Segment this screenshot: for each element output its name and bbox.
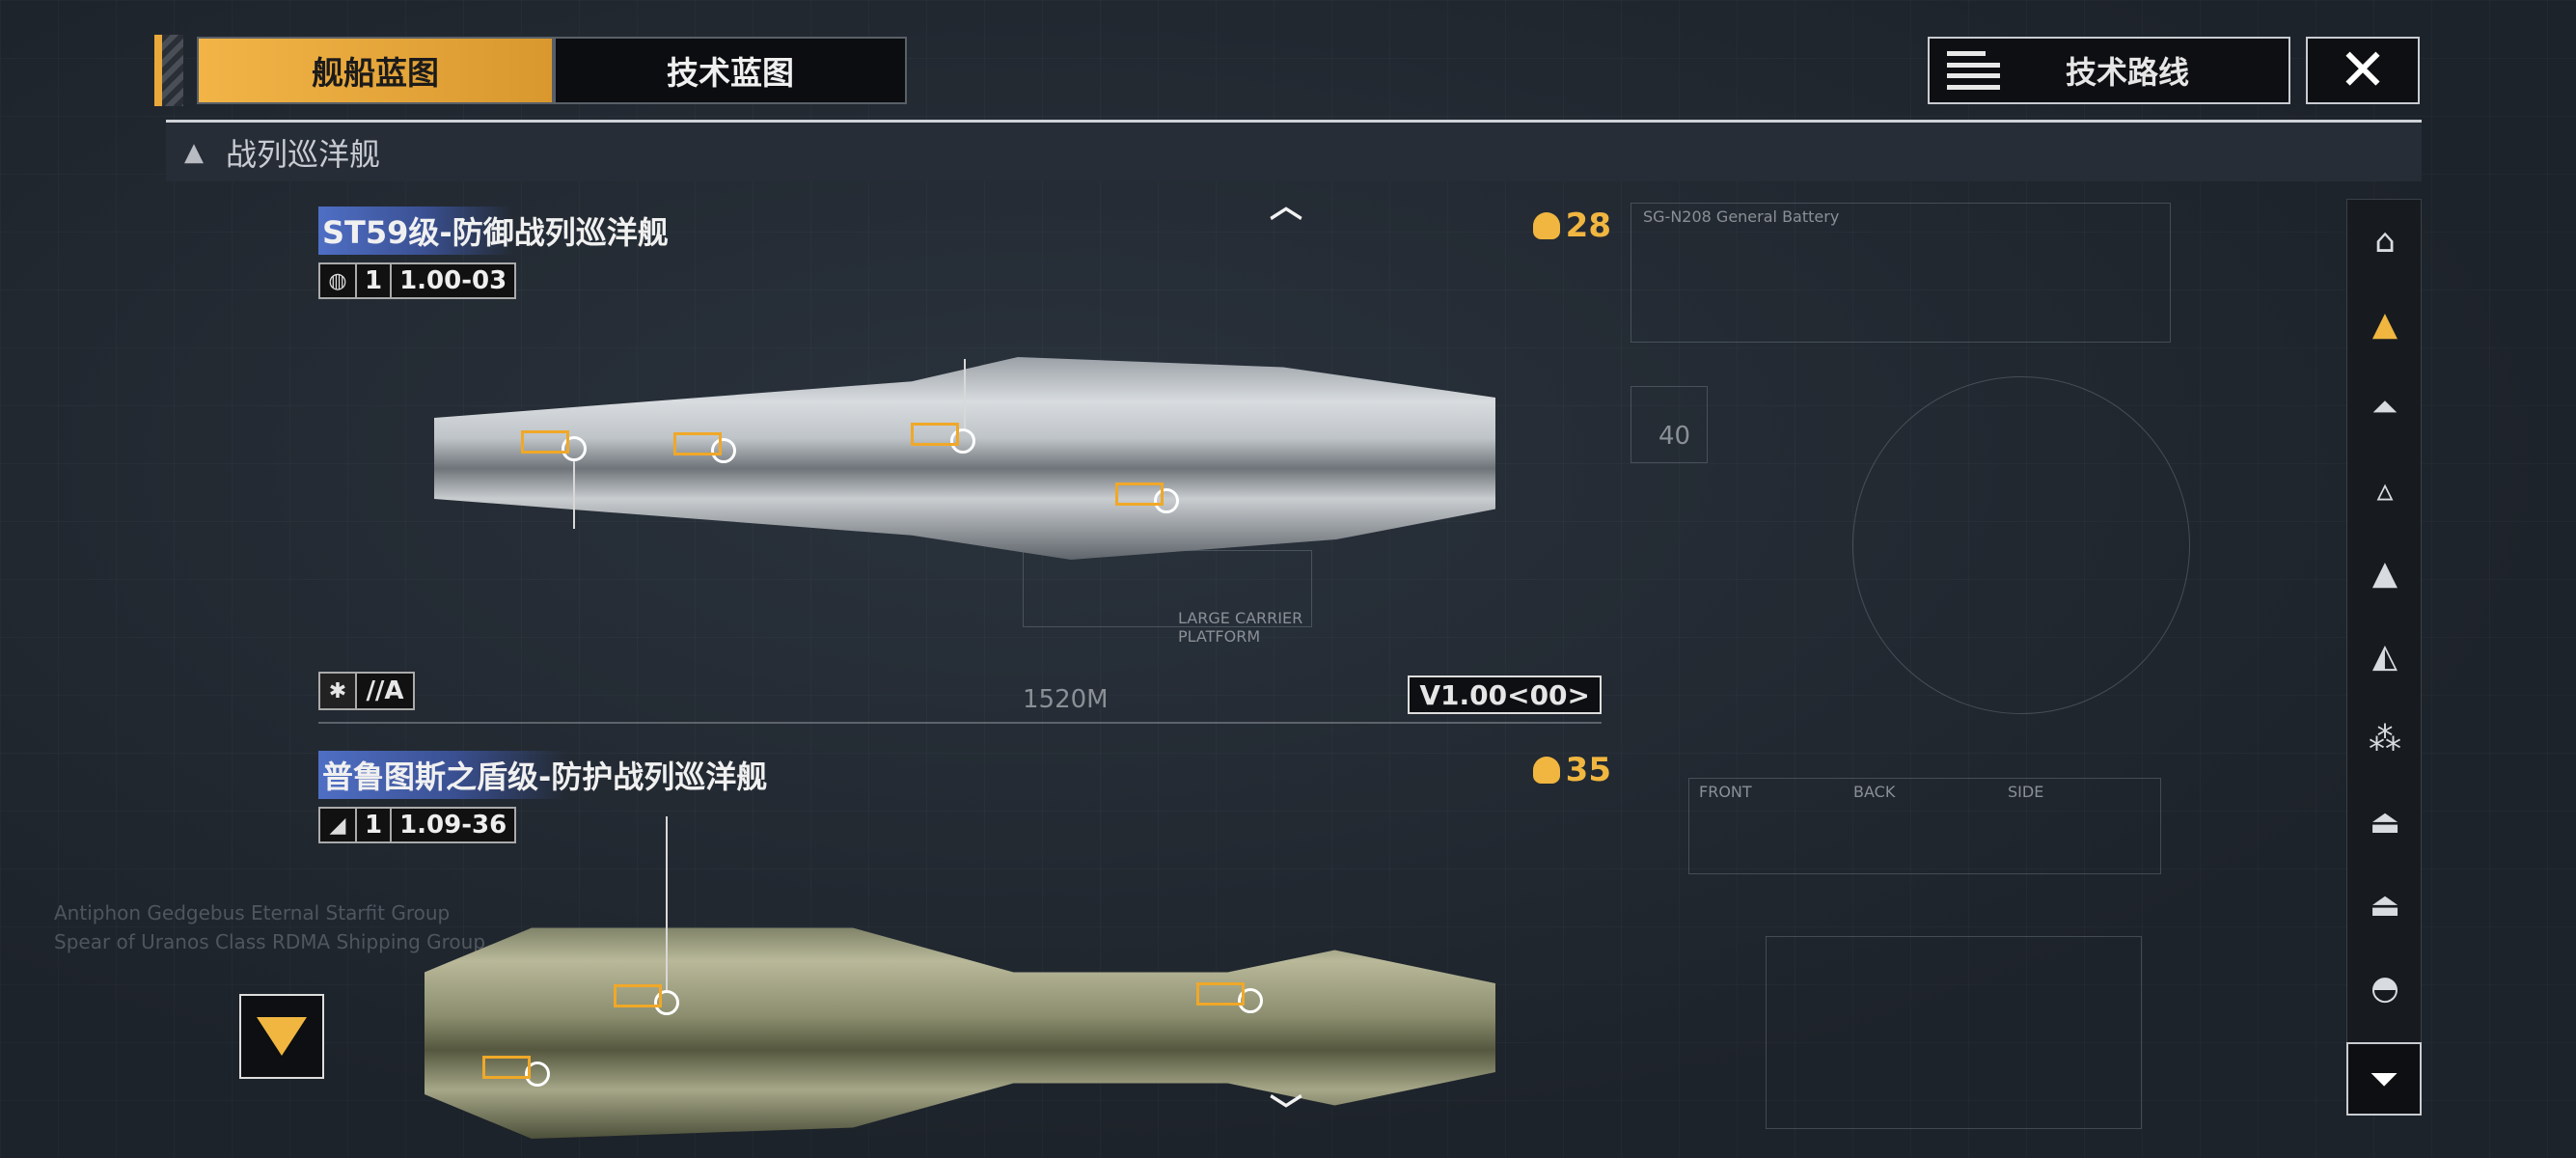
carrier-icon[interactable]: ◭ [2371, 637, 2398, 676]
blueprint-wireframe [1766, 936, 2142, 1129]
ship-cost: 28 [1532, 207, 1611, 245]
tech-route-label: 技术路线 [2065, 54, 2189, 91]
triangle-icon [257, 1017, 307, 1056]
hull-label: LARGE CARRIER PLATFORM [1178, 609, 1303, 646]
scroll-down-icon[interactable]: ﹀ [1270, 1092, 1302, 1131]
hazard-stripe [154, 35, 183, 106]
version-number: 1.00-03 [392, 262, 517, 299]
hardpoint-node[interactable] [1154, 488, 1179, 513]
scroll-up-icon[interactable]: ︿ [1270, 187, 1302, 226]
dock-icon[interactable]: ⏏ [2369, 803, 2401, 841]
hardpoint-node[interactable] [525, 1062, 550, 1087]
ship-card-2[interactable]: 普鲁图斯之盾级-防护战列巡洋舰 ◢ 1 1.09-36 35 [318, 751, 1611, 1137]
blueprint-icon-box: 40 [1631, 386, 1708, 463]
build-version: V1.00<00> [1408, 676, 1602, 714]
hardpoint-bracket [482, 1056, 531, 1079]
hardpoint-node[interactable] [950, 428, 975, 454]
hardpoint-bracket [911, 423, 959, 446]
decor-text-2: Spear of Uranos Class RDMA Shipping Grou… [54, 930, 486, 953]
hardpoint-node[interactable] [654, 990, 679, 1015]
version-number: 1.09-36 [392, 807, 517, 843]
view-side-label: SIDE [2008, 783, 2044, 801]
view-front-label: FRONT [1699, 783, 1752, 801]
class-badge: ✱ //A [318, 672, 415, 710]
leader-line [964, 359, 966, 428]
length-label: 1520M [1023, 685, 1109, 714]
cost-icon [1532, 212, 1560, 239]
cost-value: 28 [1565, 207, 1611, 245]
ship-1-footer: ✱ //A V1.00<00> [318, 672, 1602, 714]
hardpoint-bracket [521, 430, 569, 454]
close-icon: ✕ [2338, 37, 2388, 104]
frigate-icon[interactable]: ⏶ [2371, 388, 2398, 427]
ship-card-1[interactable]: ST59级-防御战列巡洋舰 ◍ 1 1.00-03 28 [318, 207, 1611, 718]
hangar-icon[interactable]: ⏏ [2369, 886, 2401, 924]
ship-version: ◍ 1 1.00-03 [318, 262, 1611, 299]
tech-route-button[interactable]: 技术路线 [1928, 37, 2290, 104]
class-badge-text: //A [357, 672, 415, 710]
view-back-label: BACK [1853, 783, 1896, 801]
category-bar: ▲ 战列巡洋舰 [166, 120, 2422, 181]
ship-name: ST59级-防御战列巡洋舰 [318, 207, 672, 255]
filter-icon: ⏷ [2369, 1057, 2399, 1100]
decor-text-1: Antiphon Gedgebus Eternal Starfit Group [54, 901, 451, 924]
faction-icon: ✱ [318, 672, 357, 710]
leader-line [573, 461, 575, 529]
cost-value: 35 [1565, 751, 1611, 789]
blueprint-hull-box: LARGE CARRIER PLATFORM [1023, 550, 1312, 646]
hardpoint-bracket [614, 984, 662, 1007]
ship-cost: 35 [1532, 751, 1611, 789]
blueprint-number: 40 [1658, 422, 1691, 451]
destroyer-icon[interactable]: ▵ [2376, 471, 2394, 510]
leader-line [666, 816, 668, 990]
tree-list-icon [1947, 51, 2005, 90]
battlecruiser-icon[interactable]: ▲ [2371, 305, 2398, 344]
station-icon[interactable]: ⌂ [2374, 222, 2396, 261]
faction-logo-icon: ◢ [318, 807, 357, 843]
blueprint-views: FRONT BACK SIDE [1688, 778, 2161, 874]
ship-name: 普鲁图斯之盾级-防护战列巡洋舰 [318, 751, 772, 799]
version-prefix: 1 [357, 262, 393, 299]
blueprint-panel-top: SG-N208 General Battery [1631, 203, 2171, 343]
blueprint-label: SG-N208 General Battery [1643, 207, 1840, 226]
tab-ship-blueprint[interactable]: 舰船蓝图 [197, 37, 554, 104]
divider-line [318, 722, 1602, 724]
ship-type-filter-column: ⌂ ▲ ⏶ ▵ ▲ ◭ ⁂ ⏏ ⏏ ◓ [2346, 199, 2422, 1116]
battlecruiser-category-icon: ▲ [184, 137, 204, 167]
filter-button[interactable]: ⏷ [2346, 1042, 2422, 1116]
category-title: 战列巡洋舰 [226, 135, 381, 173]
dome-icon[interactable]: ◓ [2370, 969, 2399, 1007]
hardpoint-bracket [673, 432, 722, 455]
cost-icon [1532, 757, 1560, 784]
hardpoint-bracket [1115, 482, 1164, 506]
hardpoint-node[interactable] [1238, 988, 1263, 1013]
auxiliary-icon[interactable]: ⁂ [2369, 720, 2401, 758]
tab-tech-blueprint[interactable]: 技术蓝图 [554, 37, 907, 104]
hardpoint-node[interactable] [711, 438, 736, 463]
blueprint-circle [1852, 376, 2190, 714]
hardpoint-node[interactable] [562, 436, 587, 461]
hardpoint-bracket [1196, 982, 1245, 1006]
top-bar: 舰船蓝图 技术蓝图 技术路线 ✕ [154, 35, 2422, 106]
side-menu-button[interactable] [239, 994, 324, 1079]
close-button[interactable]: ✕ [2306, 37, 2420, 104]
ship-version: ◢ 1 1.09-36 [318, 807, 1611, 843]
globe-icon: ◍ [318, 262, 357, 299]
version-prefix: 1 [357, 807, 393, 843]
cruiser-icon[interactable]: ▲ [2371, 554, 2398, 593]
